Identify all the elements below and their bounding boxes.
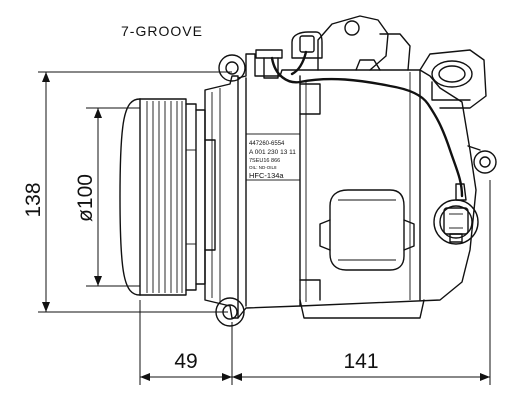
label-plate: 447260-6554 A 001 230 13 11 7SEU16 866 O… (245, 133, 301, 181)
compressor-body (237, 53, 477, 319)
height-dimension-value: 138 (22, 182, 45, 217)
electrical-connector (433, 199, 479, 245)
height-dimension: 138 (22, 71, 232, 313)
pulley (119, 98, 206, 296)
length-dimensions: 49 141 (139, 180, 491, 385)
plate-line-2: A 001 230 13 11 (249, 149, 296, 156)
rear-port (419, 49, 497, 174)
groove-count-label: 7-GROOVE (121, 23, 203, 39)
plate-line-4: OIL: ND-OIL8 (249, 165, 277, 170)
pulley-diameter-dimension: ø100 (74, 107, 140, 287)
pulley-diameter-value: ø100 (74, 174, 97, 222)
top-fittings (255, 15, 411, 79)
front-housing (204, 54, 246, 327)
refrigerant-label: HFC-134a (249, 171, 284, 180)
plate-line-3: 7SEU16 866 (249, 158, 280, 164)
wire-harness (270, 50, 467, 201)
plate-line-1: 447260-6554 (249, 141, 285, 147)
body-length-value: 141 (343, 350, 378, 373)
pulley-depth-value: 49 (174, 350, 197, 373)
